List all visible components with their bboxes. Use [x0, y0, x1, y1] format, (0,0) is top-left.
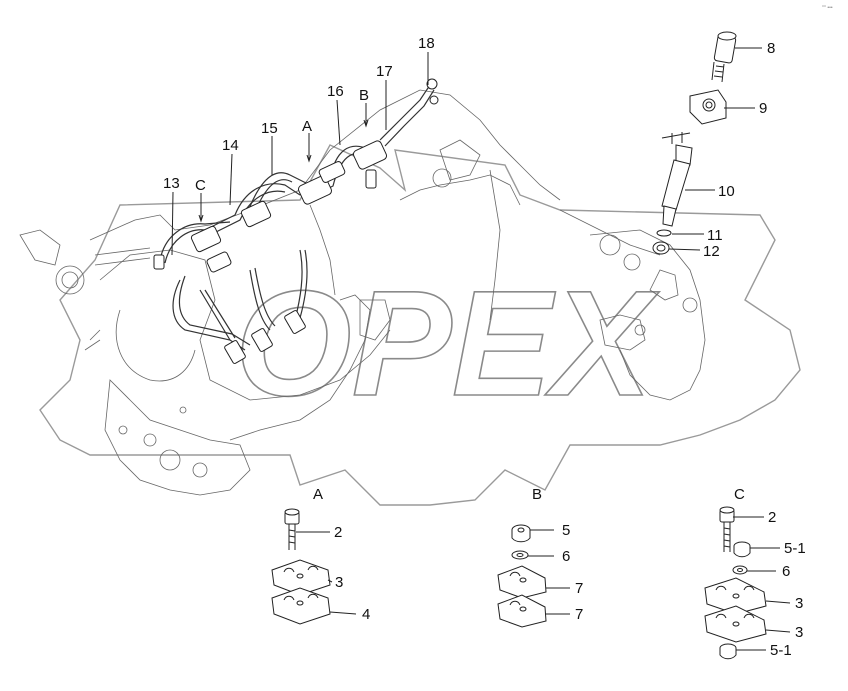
callout-6-detail-b: 6	[562, 548, 570, 565]
callout-7-upper-detail-b: 7	[575, 580, 583, 597]
detail-a-bolt	[284, 508, 300, 550]
detail-b-washer	[511, 550, 529, 560]
detail-a-upper-clamp	[271, 559, 331, 596]
callout-9: 9	[759, 100, 767, 117]
callout-6-detail-c: 6	[782, 563, 790, 580]
detail-view-a	[271, 508, 357, 625]
callout-3-lower-detail-c: 3	[795, 624, 803, 641]
callout-5-1-lower-detail-c: 5-1	[770, 642, 792, 659]
callout-18: 18	[418, 35, 435, 52]
callout-10: 10	[718, 183, 735, 200]
part-8-stud	[711, 31, 737, 83]
callout-3-detail-a: 3	[335, 574, 343, 591]
view-letters: A B C A B C	[195, 87, 745, 503]
detail-c-title: C	[734, 486, 745, 503]
corner-note: °° •••	[822, 5, 833, 11]
callout-5-detail-b: 5	[562, 522, 570, 539]
callout-3-upper-detail-c: 3	[795, 595, 803, 612]
watermark-text: OPEX	[235, 259, 660, 427]
callout-5-1-upper-detail-c: 5-1	[784, 540, 806, 557]
detail-a-lower-clamp	[271, 587, 331, 625]
part-9-clamp	[689, 89, 727, 125]
detail-b-upper-clamp	[497, 565, 547, 599]
detail-c-upper-clamp	[704, 577, 767, 615]
callout-17: 17	[376, 63, 393, 80]
callout-4-detail-a: 4	[362, 606, 370, 623]
detail-c-bolt	[719, 506, 735, 552]
watermark-gear-outline	[39, 144, 801, 506]
injector-assembly	[652, 31, 737, 255]
callout-16: 16	[327, 83, 344, 100]
part-10-injector	[661, 132, 693, 227]
callout-15: 15	[261, 120, 278, 137]
detail-c-washer	[732, 565, 748, 575]
engine-block	[19, 89, 706, 496]
detail-b-nut	[511, 524, 531, 543]
callout-labels: 8 9 10 11 12 13 14 15 16 17 18 2 3 4 5 6…	[163, 35, 806, 659]
callout-11: 11	[707, 227, 723, 244]
detail-b-lower-clamp	[497, 594, 547, 628]
detail-c-lower-clamp	[704, 605, 767, 643]
callout-8: 8	[767, 40, 775, 57]
leader-lines	[171, 47, 762, 256]
callout-12: 12	[703, 243, 720, 260]
fuel-injection-pipes	[153, 78, 439, 364]
callout-14: 14	[222, 137, 239, 154]
view-letter-c-main: C	[195, 177, 206, 194]
detail-a-title: A	[313, 486, 323, 503]
detail-b-title: B	[532, 486, 542, 503]
part-12-seal	[652, 241, 670, 255]
callout-2-detail-c: 2	[768, 509, 776, 526]
detail-view-b	[497, 524, 570, 628]
callout-13: 13	[163, 175, 180, 192]
part-11-washer	[656, 229, 672, 237]
callout-2-detail-a: 2	[334, 524, 342, 541]
view-letter-b-main: B	[359, 87, 369, 104]
detail-c-nut-bottom	[719, 643, 737, 660]
detail-c-nut-top	[733, 541, 751, 558]
view-letter-a-main: A	[302, 118, 312, 135]
detail-view-c	[704, 506, 791, 660]
callout-7-lower-detail-b: 7	[575, 606, 583, 623]
opex-watermark: OPEX	[39, 144, 801, 506]
